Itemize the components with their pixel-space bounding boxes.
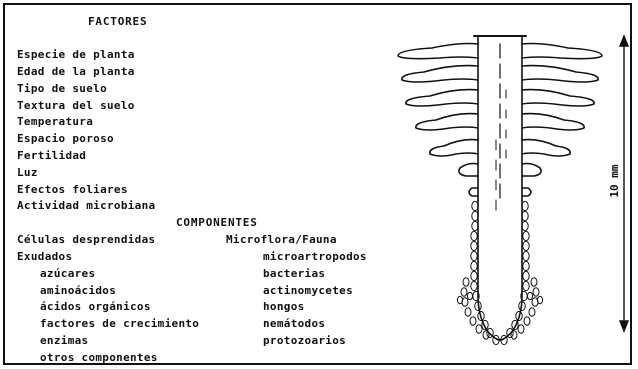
sloughed-cells bbox=[457, 201, 542, 344]
root-hairs-left bbox=[398, 44, 478, 197]
root-hairs-right bbox=[522, 44, 602, 197]
scale-bar bbox=[620, 36, 628, 331]
scale-label: 10 mm bbox=[608, 164, 621, 197]
